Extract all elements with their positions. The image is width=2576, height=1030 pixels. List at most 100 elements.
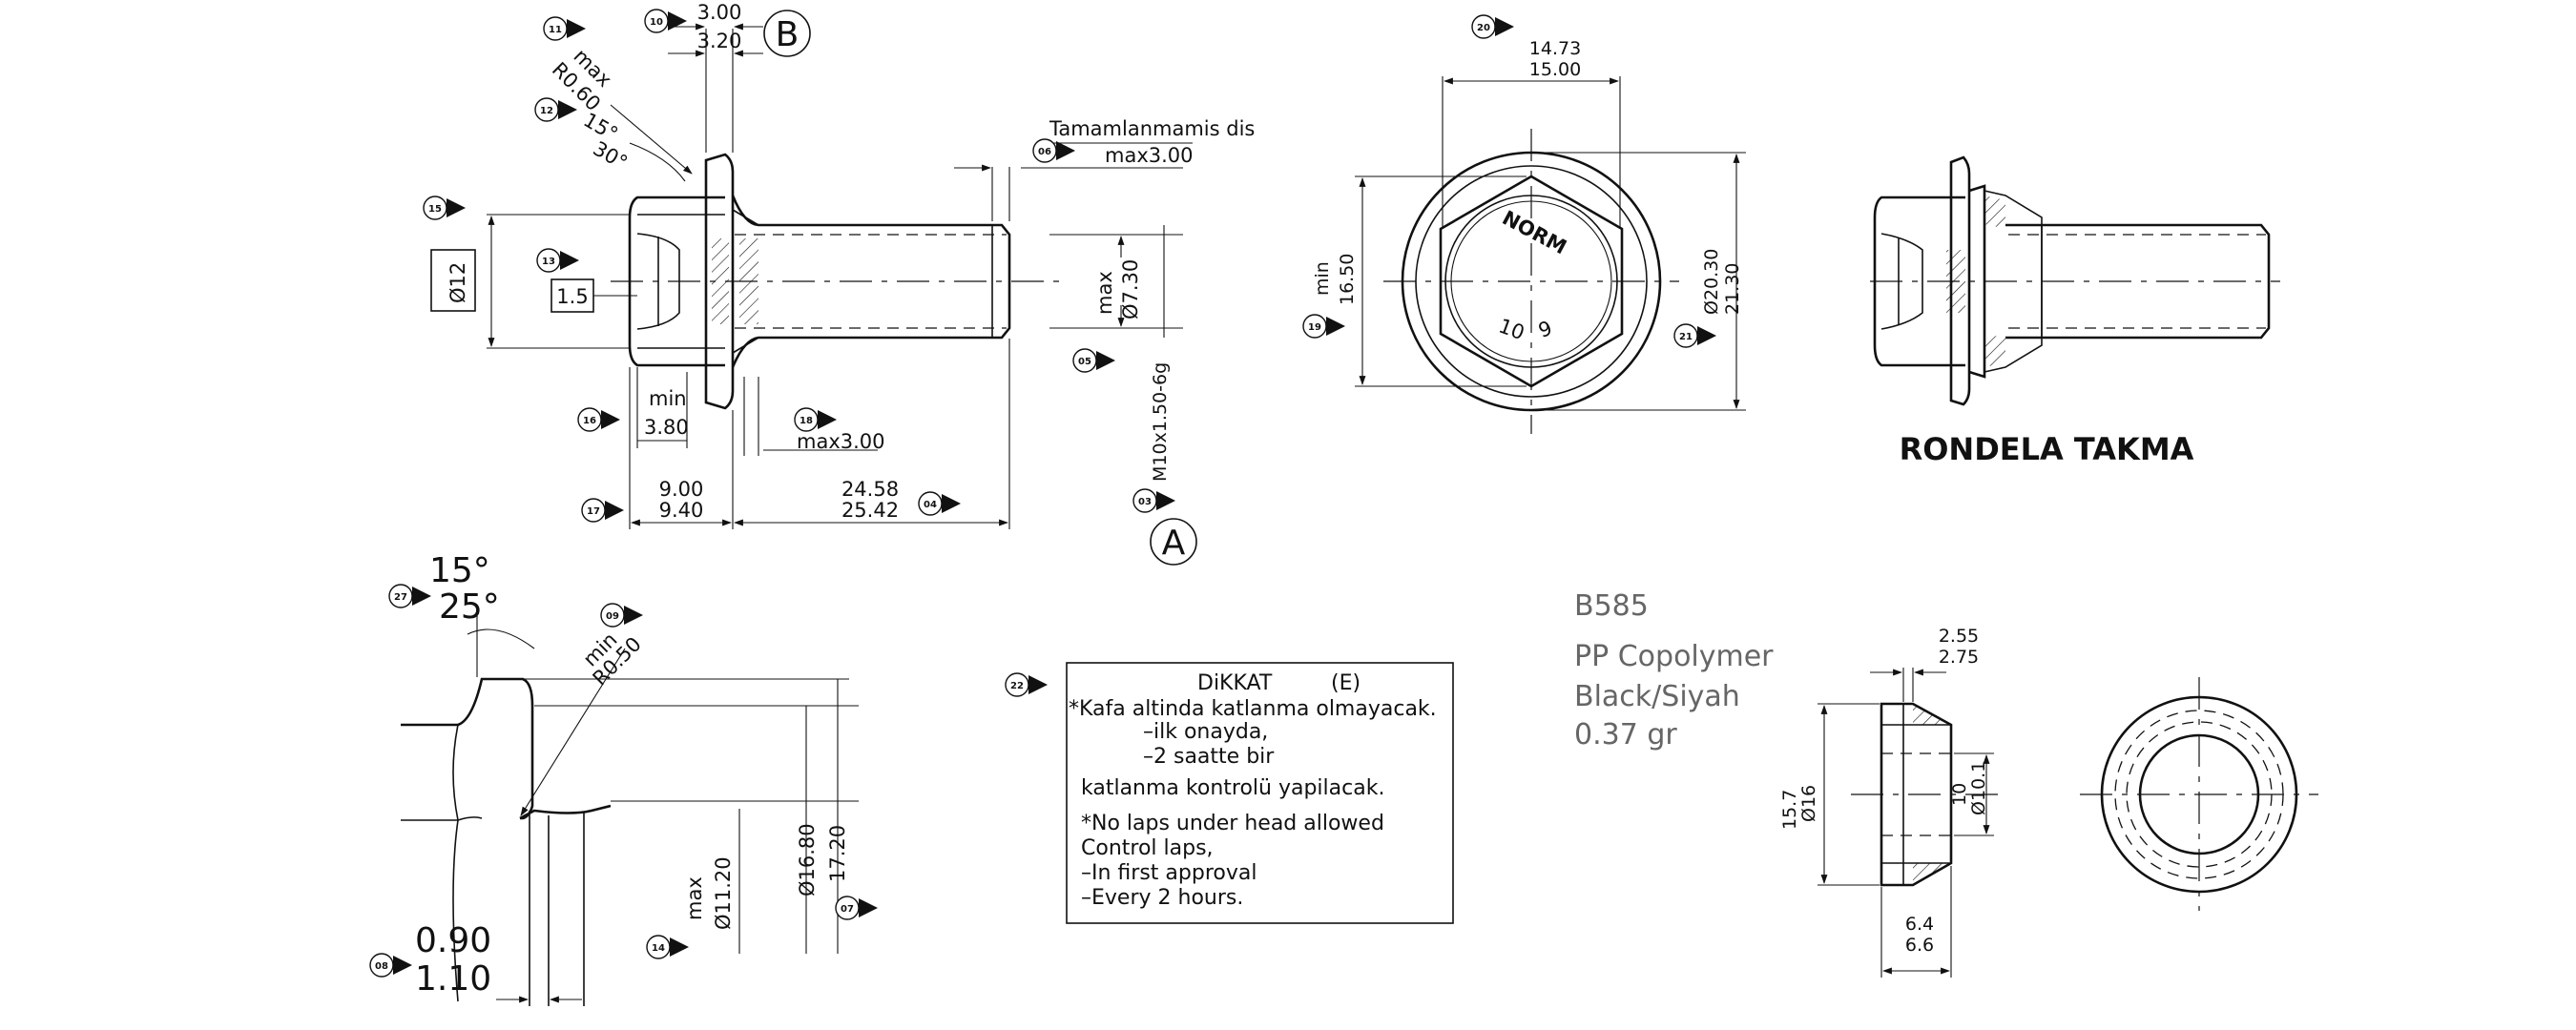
dim-max-thread: max bbox=[1093, 271, 1116, 315]
dim-phi16: Ø16 bbox=[1798, 785, 1819, 822]
washer-top-view bbox=[2080, 677, 2318, 911]
callout-20: 20 bbox=[1471, 14, 1514, 39]
dim-24-58: 24.58 bbox=[841, 478, 899, 501]
dim-21-30: 21.30 bbox=[1722, 263, 1743, 315]
detail-b-label: B bbox=[776, 15, 800, 54]
note-line-6: Control laps, bbox=[1081, 836, 1214, 860]
callout-18: 18 bbox=[794, 407, 837, 432]
svg-text:27: 27 bbox=[394, 592, 407, 603]
svg-text:20: 20 bbox=[1477, 23, 1490, 33]
dim-2-55: 2.55 bbox=[1939, 626, 1979, 647]
svg-text:03: 03 bbox=[1138, 497, 1152, 507]
svg-text:18: 18 bbox=[800, 416, 813, 426]
washer-view-title: RONDELA TAKMA bbox=[1900, 431, 2194, 467]
svg-text:22: 22 bbox=[1010, 681, 1024, 691]
detail-b-dimensions: 15° 25° min R0.50 max Ø11.20 Ø16.80 17.2… bbox=[415, 551, 859, 1003]
callout-07: 07 bbox=[835, 896, 878, 920]
head-mark-10: 10 bbox=[1496, 315, 1527, 345]
note-line-8: –Every 2 hours. bbox=[1081, 886, 1243, 910]
dim-0-90: 0.90 bbox=[415, 921, 491, 960]
callout-22: 22 bbox=[1005, 672, 1048, 697]
part-material: PP Copolymer bbox=[1574, 640, 1774, 673]
dim-17-20: 17.20 bbox=[826, 825, 849, 882]
washer-section-dimensions: 2.55 2.75 15.7 Ø16 10 Ø10.1 6.4 6.6 bbox=[1779, 626, 1994, 978]
svg-text:04: 04 bbox=[924, 500, 937, 510]
detail-b-view bbox=[401, 677, 612, 1006]
dim-3-20: 3.20 bbox=[697, 30, 742, 52]
note-line-5: *No laps under head allowed bbox=[1081, 812, 1384, 835]
callout-19: 19 bbox=[1302, 314, 1345, 339]
bolt-front-dimensions: 14.73 15.00 min 16.50 Ø20.30 21.30 bbox=[1312, 38, 1746, 411]
svg-text:05: 05 bbox=[1078, 357, 1091, 367]
callout-14: 14 bbox=[646, 935, 689, 959]
dim-6-6: 6.6 bbox=[1905, 935, 1934, 956]
callout-13: 13 bbox=[536, 248, 579, 273]
dim-9-00: 9.00 bbox=[659, 478, 704, 501]
dim-phi20-30: Ø20.30 bbox=[1701, 249, 1722, 315]
callout-03: 03 bbox=[1132, 488, 1175, 513]
svg-text:12: 12 bbox=[540, 106, 553, 116]
svg-text:17: 17 bbox=[587, 506, 600, 517]
dim-14-73: 14.73 bbox=[1529, 38, 1581, 59]
svg-text:10: 10 bbox=[650, 17, 663, 28]
dim-1-5: 1.5 bbox=[556, 285, 588, 308]
dim-phi16-80: Ø16.80 bbox=[796, 823, 819, 896]
dim-phi10-1: Ø10.1 bbox=[1968, 761, 1989, 815]
dim-10: 10 bbox=[1949, 783, 1970, 806]
callout-12: 12 bbox=[534, 97, 577, 122]
note-line-4: katlanma kontrolü yapilacak. bbox=[1081, 776, 1384, 800]
part-color: Black/Siyah bbox=[1574, 680, 1740, 713]
note-title: DiKKAT bbox=[1197, 671, 1273, 695]
part-number: B585 bbox=[1574, 589, 1649, 623]
dim-3-00: 3.00 bbox=[697, 1, 742, 24]
washer-section-view bbox=[1851, 702, 2004, 887]
svg-text:07: 07 bbox=[841, 904, 854, 915]
bolt-side-view bbox=[611, 153, 1059, 410]
svg-text:06: 06 bbox=[1038, 147, 1051, 157]
callout-17: 17 bbox=[581, 498, 624, 523]
callout-08: 08 bbox=[369, 953, 412, 978]
dim-1-10: 1.10 bbox=[415, 959, 491, 999]
head-mark-norm: NORM bbox=[1499, 206, 1570, 258]
label-tamamlanmamis-dis: Tamamlanmamis dis bbox=[1049, 117, 1255, 140]
callout-05: 05 bbox=[1072, 348, 1115, 373]
callout-06: 06 bbox=[1032, 138, 1075, 163]
bolt-side-dimensions: 3.00 3.20 B max R0.60 15° 30° Ø12 1.5 bbox=[430, 1, 1255, 566]
svg-text:13: 13 bbox=[542, 257, 555, 267]
svg-text:11: 11 bbox=[549, 25, 562, 35]
dim-16-50: 16.50 bbox=[1337, 254, 1358, 305]
svg-text:19: 19 bbox=[1308, 322, 1321, 333]
svg-text:21: 21 bbox=[1679, 332, 1693, 342]
note-ref: (E) bbox=[1331, 671, 1361, 695]
dim-phi11-20: Ø11.20 bbox=[712, 856, 735, 930]
dim-max3-00-under: max3.00 bbox=[797, 430, 885, 453]
callout-16: 16 bbox=[577, 407, 620, 432]
dim-15deg-b: 15° bbox=[429, 551, 490, 590]
dim-max3-00-thread: max3.00 bbox=[1105, 144, 1194, 167]
callout-10: 10 bbox=[644, 9, 687, 33]
svg-text:14: 14 bbox=[652, 943, 665, 954]
svg-text:16: 16 bbox=[583, 416, 596, 426]
dim-30deg: 30° bbox=[590, 137, 632, 175]
dim-3-80: 3.80 bbox=[644, 416, 689, 439]
note-line-2: –ilk onayda, bbox=[1143, 720, 1268, 744]
dim-min-b: min bbox=[1312, 261, 1333, 296]
detail-a-label: A bbox=[1162, 524, 1186, 563]
svg-text:08: 08 bbox=[375, 961, 388, 972]
note-line-7: –In first approval bbox=[1081, 861, 1257, 885]
part-info: B585 PP Copolymer Black/Siyah 0.37 gr bbox=[1574, 589, 1774, 752]
part-weight: 0.37 gr bbox=[1574, 718, 1677, 752]
warning-note-box: DiKKAT (E) *Kafa altinda katlanma olmaya… bbox=[1066, 662, 1454, 924]
callout-04: 04 bbox=[918, 491, 961, 516]
dim-15-00: 15.00 bbox=[1529, 59, 1581, 80]
note-line-1: *Kafa altinda katlanma olmayacak. bbox=[1069, 697, 1437, 721]
note-line-3: –2 saatte bir bbox=[1143, 745, 1275, 769]
dim-9-40: 9.40 bbox=[659, 499, 704, 522]
dim-15-7: 15.7 bbox=[1779, 790, 1800, 830]
callout-09: 09 bbox=[600, 603, 643, 628]
bolt-front-view: NORM 10 9 bbox=[1383, 129, 1679, 434]
dim-phi12: Ø12 bbox=[447, 262, 469, 303]
washer-assembly-view: RONDELA TAKMA bbox=[1870, 155, 2280, 467]
callout-11: 11 bbox=[543, 16, 586, 41]
